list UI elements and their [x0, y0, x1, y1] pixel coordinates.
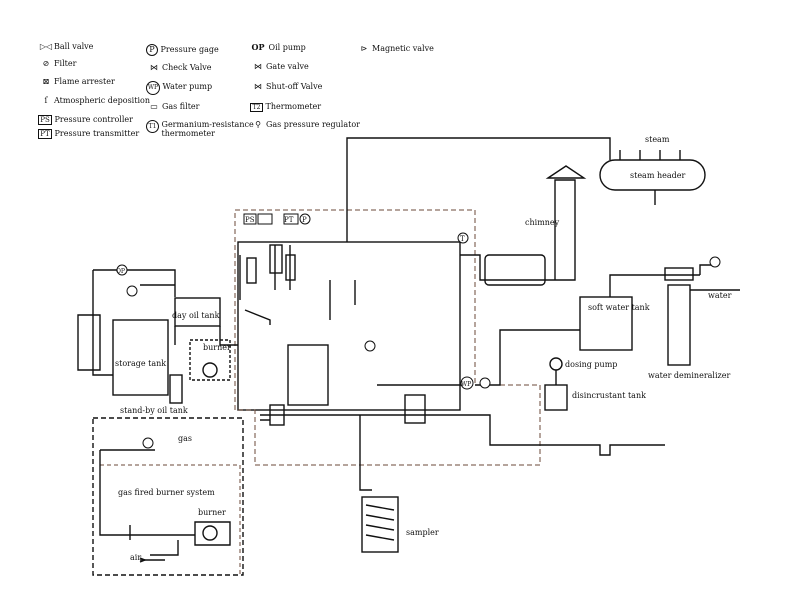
- gate-valve-icon: ⋈: [254, 62, 262, 71]
- legend-item-gas-pressure-regulator: ⚲Gas pressure regulator: [250, 120, 360, 129]
- op-tag: OP: [116, 268, 125, 275]
- day-oil-tank: [174, 297, 221, 327]
- steam-header: [599, 159, 706, 191]
- legend-item-gas-filter: ▭Gas filter: [146, 102, 199, 111]
- legend-item-oil-pump: OP Oil pump: [251, 42, 306, 52]
- steam-line: [346, 137, 611, 230]
- burner-top: [189, 339, 231, 381]
- water-label: water: [708, 291, 732, 300]
- ps-tag: PS: [245, 216, 255, 224]
- gas-system-boundary: [92, 417, 244, 576]
- legend-item-filter: ⊘Filter: [38, 59, 77, 68]
- stand-by-oil-tank: [169, 374, 183, 404]
- chimney: [460, 179, 576, 281]
- pressure-gage-icon: P: [146, 44, 158, 56]
- disincrustant-tank-label: disincrustant tank: [572, 391, 646, 400]
- chimney-label: chimney: [525, 218, 560, 227]
- storage-tank: [112, 319, 169, 396]
- sampler: [361, 496, 399, 553]
- legend-item-pressure-controller: PS Pressure controller: [38, 115, 133, 125]
- filter-icon: ⊘: [42, 59, 50, 68]
- thermometer-icon: T2: [250, 103, 263, 112]
- shut-off-valve-icon: ⋈: [254, 82, 262, 91]
- boiler-room-boundary: [234, 209, 541, 466]
- stand-by-oil-tank-label: stand-by oil tank: [120, 406, 188, 415]
- soft-water-tank: [579, 296, 633, 351]
- burner-bottom-label: burner: [198, 508, 226, 517]
- water-pump-icon: WP: [146, 81, 160, 95]
- legend-item-gate-valve: ⋈Gate valve: [250, 62, 309, 71]
- ball-valve-icon: ▷◁: [39, 42, 53, 51]
- dosing-pump-label: dosing pump: [565, 360, 617, 369]
- burner-top-label: burner: [203, 343, 231, 352]
- germanium-thermometer-icon: T1: [146, 120, 159, 133]
- boiler-body: [237, 241, 461, 411]
- water-demineralizer: [667, 284, 691, 366]
- pressure-transmitter-icon: PT: [38, 129, 52, 139]
- legend-item-ball-valve: ▷◁Ball valve: [39, 42, 94, 51]
- legend-item-shut-off-valve: ⋈Shut-off Valve: [250, 82, 322, 91]
- wp-tag: WP: [461, 381, 471, 388]
- day-oil-tank-label: day oil tank: [172, 311, 220, 320]
- flame-arrester-icon: ⊠: [42, 77, 50, 86]
- pt-tag: PT: [284, 216, 294, 224]
- steam-label: steam: [645, 135, 670, 144]
- t-tag: T: [460, 235, 465, 243]
- p-tag: P: [302, 216, 307, 224]
- gas-pressure-regulator-icon: ⚲: [255, 120, 261, 129]
- legend-item-water-pump: WP Water pump: [146, 81, 212, 95]
- legend-item-pressure-transmitter: PT Pressure transmitter: [38, 129, 139, 139]
- air-label: air: [130, 553, 141, 562]
- sampler-label: sampler: [406, 528, 439, 537]
- disincrustant-tank: [544, 384, 568, 411]
- storage-tank-label: storage tank: [115, 359, 166, 368]
- gas-filter-icon: ▭: [150, 102, 158, 111]
- pressure-controller-icon: PS: [38, 115, 52, 125]
- legend-item-magnetic-valve: ⊳Magnetic valve: [356, 44, 434, 53]
- gas-fired-burner-system-label: gas fired burner system: [118, 488, 215, 497]
- legend-item-flame-arrester: ⊠Flame arrester: [38, 77, 115, 86]
- oil-pump-icon: OP: [251, 42, 265, 52]
- legend-item-pressure-gage: P Pressure gage: [146, 44, 219, 56]
- check-valve-icon: ⋈: [150, 63, 158, 72]
- legend-item-germanium-thermometer: T1 Germanium-resistance thermometer: [146, 120, 272, 138]
- legend-item-thermometer: T2 Thermometer: [250, 102, 321, 112]
- magnetic-valve-icon: ⊳: [360, 44, 368, 53]
- atmospheric-deposition-icon: ſ: [44, 96, 48, 105]
- soft-water-tank-label: soft water tank: [588, 303, 650, 312]
- water-demineralizer-label: water demineralizer: [648, 371, 730, 380]
- legend-item-check-valve: ⋈Check Valve: [146, 63, 212, 72]
- steam-header-label: steam header: [630, 171, 685, 180]
- gas-label: gas: [178, 434, 192, 443]
